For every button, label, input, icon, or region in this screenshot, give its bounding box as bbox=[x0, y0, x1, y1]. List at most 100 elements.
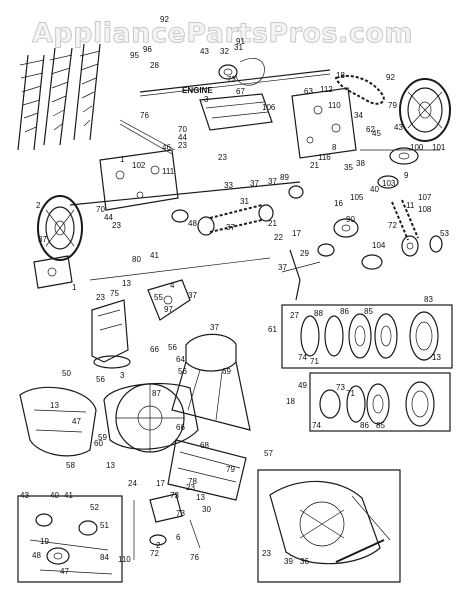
part-number-label: 32 bbox=[220, 47, 229, 56]
part-number-label: 108 bbox=[418, 205, 432, 214]
part-number-label: 41 bbox=[64, 491, 73, 500]
part-number-label: 13 bbox=[122, 279, 131, 288]
part-number-label: 56 bbox=[168, 343, 177, 352]
bottom-linkage-parts bbox=[133, 493, 201, 560]
part-number-label: 60 bbox=[94, 439, 103, 448]
part-number-label: 37 bbox=[268, 177, 277, 186]
auger-clutch-assembly-lower bbox=[309, 372, 451, 432]
part-number-label: 34 bbox=[354, 111, 363, 120]
part-number-label: 21 bbox=[310, 161, 319, 170]
impeller-housing bbox=[103, 382, 199, 453]
part-number-label: 1 bbox=[120, 155, 125, 164]
part-number-label: 83 bbox=[424, 295, 433, 304]
part-number-label: 70 bbox=[96, 205, 105, 214]
part-number-label: 4 bbox=[170, 281, 175, 290]
part-number-label: 106 bbox=[262, 103, 276, 112]
engine-label: ENGINE bbox=[182, 86, 213, 95]
part-number-label: 36 bbox=[300, 557, 309, 566]
part-number-label: 53 bbox=[440, 229, 449, 238]
part-number-label: 49 bbox=[298, 381, 307, 390]
part-number-label: 105 bbox=[350, 193, 364, 202]
part-number-label: 67 bbox=[236, 87, 245, 96]
part-number-label: 18 bbox=[336, 71, 345, 80]
part-number-label: 48 bbox=[188, 219, 197, 228]
part-number-label: 37 bbox=[210, 323, 219, 332]
center-sprocket-parts bbox=[171, 185, 383, 270]
auger-clutch-assembly-upper bbox=[281, 304, 453, 369]
discharge-chute bbox=[91, 299, 131, 369]
part-number-label: 19 bbox=[40, 537, 49, 546]
part-number-label: 23 bbox=[178, 141, 187, 150]
left-frame-plate bbox=[99, 149, 179, 211]
part-number-label: 96 bbox=[143, 45, 152, 54]
part-number-label: 44 bbox=[104, 213, 113, 222]
part-number-label: 44 bbox=[178, 133, 187, 142]
part-number-label: 47 bbox=[72, 417, 81, 426]
part-number-label: 59 bbox=[98, 433, 107, 442]
part-number-label: 23 bbox=[96, 293, 105, 302]
part-number-label: 17 bbox=[156, 479, 165, 488]
part-number-label: 69 bbox=[222, 367, 231, 376]
part-number-label: 17 bbox=[292, 229, 301, 238]
part-number-label: 92 bbox=[386, 73, 395, 82]
part-number-label: 63 bbox=[304, 87, 313, 96]
part-number-label: 51 bbox=[100, 521, 109, 530]
part-number-label: 78 bbox=[188, 477, 197, 486]
left-drive-wheel bbox=[37, 195, 83, 261]
part-number-label: 71 bbox=[346, 389, 355, 398]
part-number-label: 91 bbox=[236, 37, 245, 46]
part-number-label: 57 bbox=[264, 449, 273, 458]
part-number-label: 102 bbox=[132, 161, 146, 170]
part-number-label: 23 bbox=[186, 483, 195, 492]
right-drive-wheel bbox=[399, 78, 451, 142]
side-shield-left bbox=[19, 386, 97, 457]
part-number-label: 3 bbox=[120, 371, 125, 380]
part-number-label: 85 bbox=[376, 421, 385, 430]
auger-bearing-left bbox=[147, 279, 191, 321]
part-number-label: 23 bbox=[218, 153, 227, 162]
part-number-label: 73 bbox=[336, 383, 345, 392]
part-number-label: 70 bbox=[178, 125, 187, 134]
watermark-text: AppliancePartsPros.com bbox=[32, 18, 413, 49]
part-number-label: 46 bbox=[162, 143, 171, 152]
part-number-label: 13 bbox=[106, 461, 115, 470]
part-number-label: 64 bbox=[176, 355, 185, 364]
part-number-label: 103 bbox=[382, 179, 396, 188]
part-number-label: 95 bbox=[130, 51, 139, 60]
main-axle bbox=[69, 119, 301, 281]
part-number-label: 66 bbox=[150, 345, 159, 354]
drive-bar-assembly bbox=[139, 57, 331, 97]
part-number-label: 52 bbox=[90, 503, 99, 512]
part-number-label: 73 bbox=[170, 491, 179, 500]
part-number-label: 79 bbox=[226, 465, 235, 474]
part-number-label: 107 bbox=[418, 193, 432, 202]
part-number-label: 58 bbox=[66, 461, 75, 470]
part-number-label: 84 bbox=[100, 553, 109, 562]
part-number-label: 38 bbox=[356, 159, 365, 168]
part-number-label: 72 bbox=[388, 221, 397, 230]
center-drive-chain bbox=[197, 204, 274, 236]
part-number-label: 23 bbox=[262, 549, 271, 558]
part-number-label: 92 bbox=[160, 15, 169, 24]
part-number-label: 112 bbox=[320, 85, 333, 94]
part-number-label: 28 bbox=[150, 61, 159, 70]
part-number-label: 111 bbox=[162, 167, 175, 176]
part-number-label: 43 bbox=[394, 123, 403, 132]
part-number-label: 97 bbox=[164, 305, 173, 314]
shift-lever bbox=[281, 249, 321, 301]
part-number-label: 90 bbox=[346, 215, 355, 224]
part-number-label: 31 bbox=[240, 197, 249, 206]
part-number-label: 1 bbox=[72, 283, 77, 292]
auger-housing-funnel bbox=[171, 333, 251, 431]
part-number-label: 86 bbox=[340, 307, 349, 316]
part-number-label: 76 bbox=[190, 553, 199, 562]
part-number-label: 2 bbox=[36, 201, 41, 210]
track-strips bbox=[17, 43, 101, 151]
part-number-label: 3 bbox=[204, 95, 209, 104]
part-number-label: 50 bbox=[62, 369, 71, 378]
part-number-label: 101 bbox=[432, 143, 446, 152]
part-number-label: 13 bbox=[50, 401, 59, 410]
part-number-label: 41 bbox=[150, 251, 159, 260]
part-number-label: 116 bbox=[318, 153, 331, 162]
